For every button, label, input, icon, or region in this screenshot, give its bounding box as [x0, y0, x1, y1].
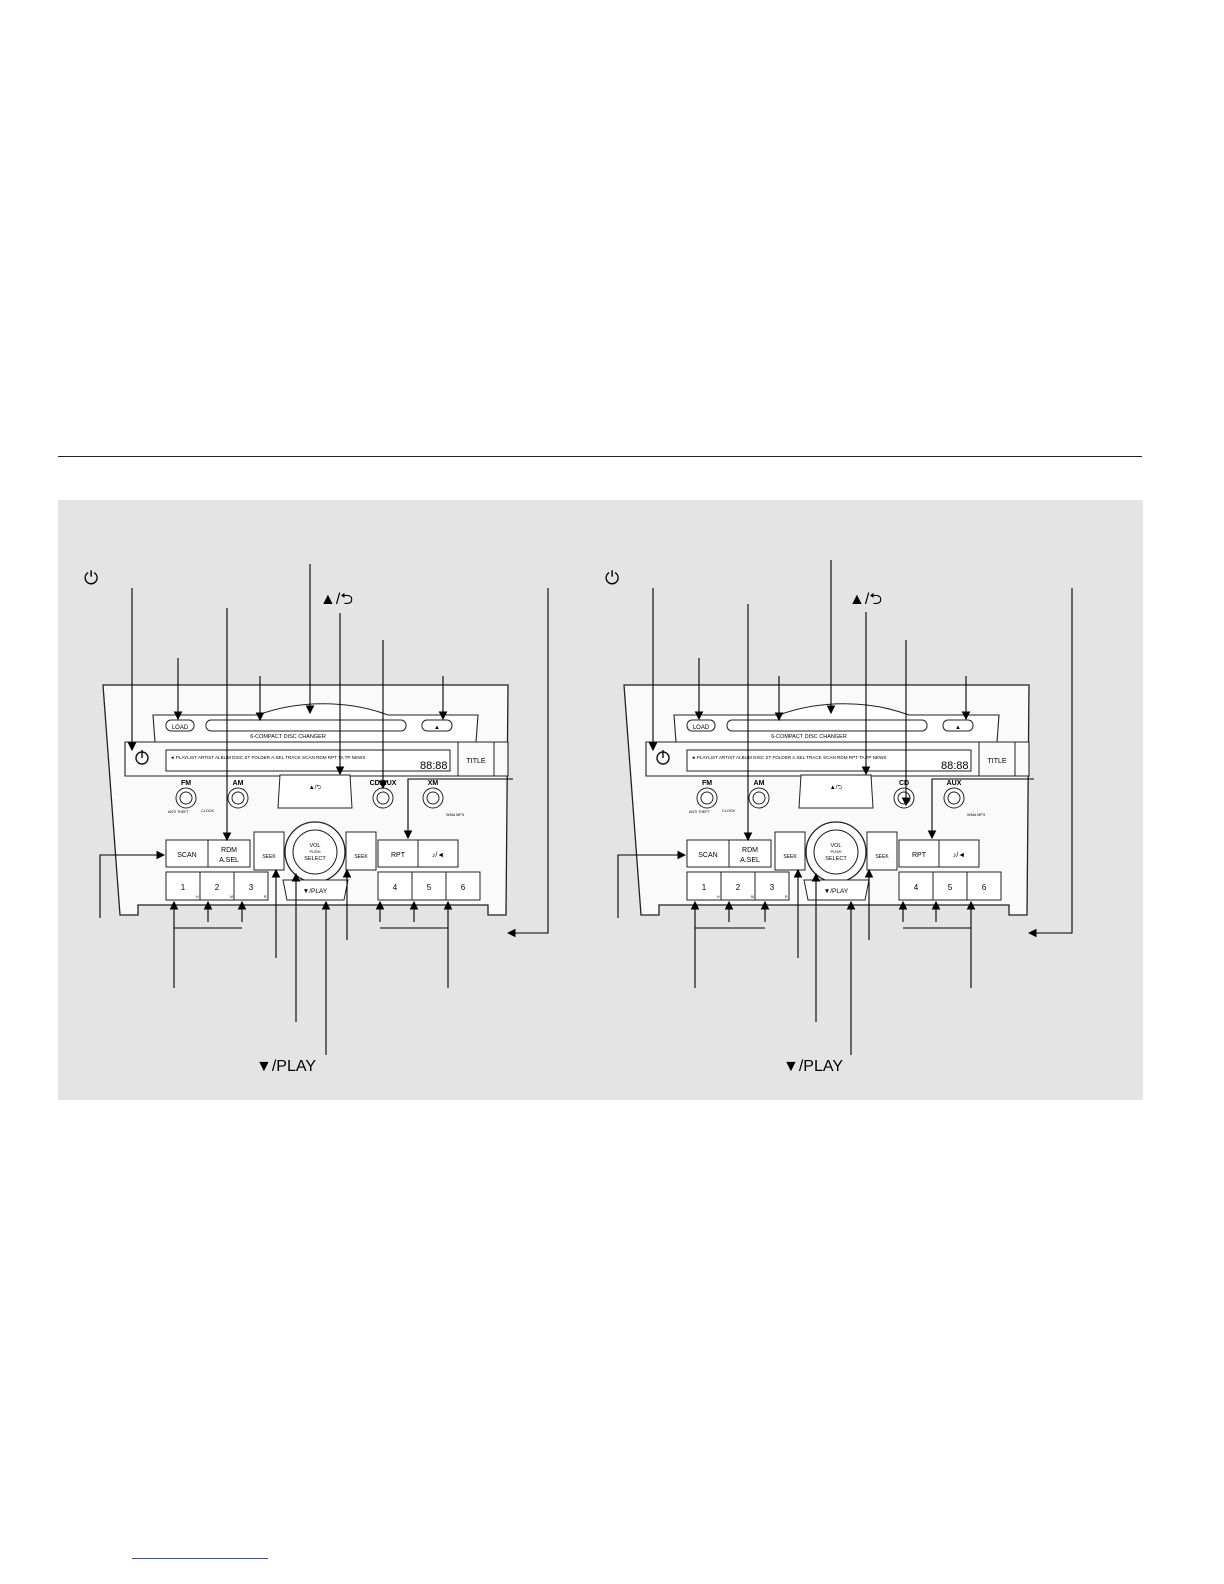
up-back-small-label: ▲/⮌ — [309, 784, 322, 791]
down-play-small-label: ▼/PLAY — [824, 888, 849, 895]
seek-left-button[interactable]: SEEK — [783, 854, 797, 860]
rpt-button[interactable]: RPT — [912, 852, 927, 859]
preset-sub-m: M — [230, 895, 233, 899]
preset-5[interactable]: 5 — [948, 883, 953, 892]
seek-left-button[interactable]: SEEK — [262, 854, 276, 860]
seek-right-button[interactable]: SEEK — [354, 854, 368, 860]
rdm-button[interactable]: RDM — [742, 847, 758, 854]
push-label: PUSH — [309, 849, 320, 854]
changer-label: 6-COMPACT DISC CHANGER — [771, 734, 847, 740]
up-back-label: ▲/⮌ — [849, 591, 882, 608]
preset-sub-h: H — [717, 895, 720, 899]
load-label: LOAD — [172, 725, 189, 731]
footer-link-underline[interactable] — [132, 1558, 268, 1559]
preset-1[interactable]: 1 — [702, 883, 707, 892]
preset-6[interactable]: 6 — [461, 883, 466, 892]
unit-right: LOAD ▲ 6-COMPACT DISC CHANGER ◄ PLAYLIST… — [605, 560, 1073, 1075]
anti-theft-label: ANTI THEFT — [689, 810, 711, 814]
rdm-button[interactable]: RDM — [221, 847, 237, 854]
audio-unit-diagram: LOAD ▲ 6-COMPACT DISC CHANGER ◄ PLAYLIST… — [84, 560, 1073, 1075]
eject-label: ▲ — [955, 725, 961, 731]
wma-label: WMA MP3 — [446, 813, 464, 817]
changer-label: 6-COMPACT DISC CHANGER — [250, 734, 326, 740]
eject-label: ▲ — [434, 725, 440, 731]
preset-5[interactable]: 5 — [427, 883, 432, 892]
am-label: AM — [754, 780, 765, 787]
asel-label: A.SEL — [219, 857, 239, 864]
cd-label: CD — [899, 780, 909, 787]
wma-label: WMA MP3 — [967, 813, 985, 817]
preset-4[interactable]: 4 — [393, 883, 398, 892]
preset-6[interactable]: 6 — [982, 883, 987, 892]
xm-label: XM — [428, 780, 439, 787]
display-digits: 88:88 — [420, 760, 448, 772]
preset-3[interactable]: 3 — [249, 883, 254, 892]
vol-label: VOL — [309, 843, 320, 849]
preset-3[interactable]: 3 — [770, 883, 775, 892]
preset-sub-m: M — [751, 895, 754, 899]
preset-sub-r: R — [264, 895, 267, 899]
select-label: SELECT — [304, 856, 326, 862]
vol-label: VOL — [830, 843, 841, 849]
fm-label: FM — [702, 780, 712, 787]
asel-label: A.SEL — [740, 857, 760, 864]
power-symbol-label: ⏻ — [84, 568, 98, 588]
down-play-label: ▼/PLAY — [783, 1058, 843, 1075]
scan-button[interactable]: SCAN — [177, 852, 196, 859]
fm-label: FM — [181, 780, 191, 787]
clock-label: CLOCK — [201, 809, 215, 813]
push-label: PUSH — [830, 849, 841, 854]
select-label: SELECT — [825, 856, 847, 862]
preset-sub-h: H — [196, 895, 199, 899]
title-label: TITLE — [987, 758, 1006, 765]
header-rule — [58, 456, 1142, 457]
am-label: AM — [233, 780, 244, 787]
up-back-small-label: ▲/⮌ — [830, 784, 843, 791]
preset-2[interactable]: 2 — [736, 883, 741, 892]
preset-sub-r: R — [785, 895, 788, 899]
display-text: ◄ PLAYLIST ARTIST ALBUM DISC ST FOLDER A… — [170, 755, 365, 760]
down-play-label: ▼/PLAY — [256, 1058, 316, 1075]
power-symbol-label: ⏻ — [605, 568, 619, 588]
scan-button[interactable]: SCAN — [698, 852, 717, 859]
title-label: TITLE — [466, 758, 485, 765]
preset-4[interactable]: 4 — [914, 883, 919, 892]
down-play-small-label: ▼/PLAY — [303, 888, 328, 895]
display-digits: 88:88 — [941, 760, 969, 772]
preset-2[interactable]: 2 — [215, 883, 220, 892]
note-button[interactable]: ♪/◄ — [953, 852, 965, 859]
aux-label: AUX — [947, 780, 962, 787]
clock-label: CLOCK — [722, 809, 736, 813]
display-text: ◄ PLAYLIST ARTIST ALBUM DISC ST FOLDER A… — [691, 755, 886, 760]
unit-left: LOAD ▲ 6-COMPACT DISC CHANGER ◄ PLAYLIST… — [84, 564, 549, 1075]
load-label: LOAD — [693, 725, 710, 731]
seek-right-button[interactable]: SEEK — [875, 854, 889, 860]
preset-1[interactable]: 1 — [181, 883, 186, 892]
anti-theft-label: ANTI THEFT — [168, 810, 190, 814]
note-button[interactable]: ♪/◄ — [432, 852, 444, 859]
rpt-button[interactable]: RPT — [391, 852, 406, 859]
up-back-label: ▲/⮌ — [320, 591, 353, 608]
